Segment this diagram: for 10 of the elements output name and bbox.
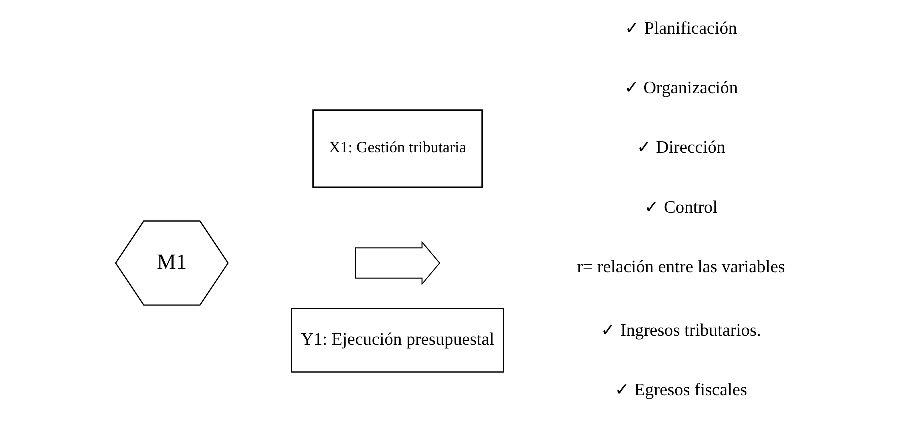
node-box: Y1: Ejecución presupuestal <box>291 308 504 373</box>
label: ✓ Control <box>644 196 718 217</box>
label: ✓ Planificación <box>625 18 738 38</box>
node-arrow <box>355 240 440 286</box>
label: ✓ Egresos fiscales <box>615 380 748 400</box>
label: r= relación entre las variables <box>577 256 786 276</box>
label: ✓ Dirección <box>636 137 726 158</box>
label: ✓ Organización <box>624 78 738 98</box>
node-box: X1: Gestión tributaria <box>312 110 484 188</box>
label: ✓ Ingresos tributarios. <box>601 320 762 340</box>
